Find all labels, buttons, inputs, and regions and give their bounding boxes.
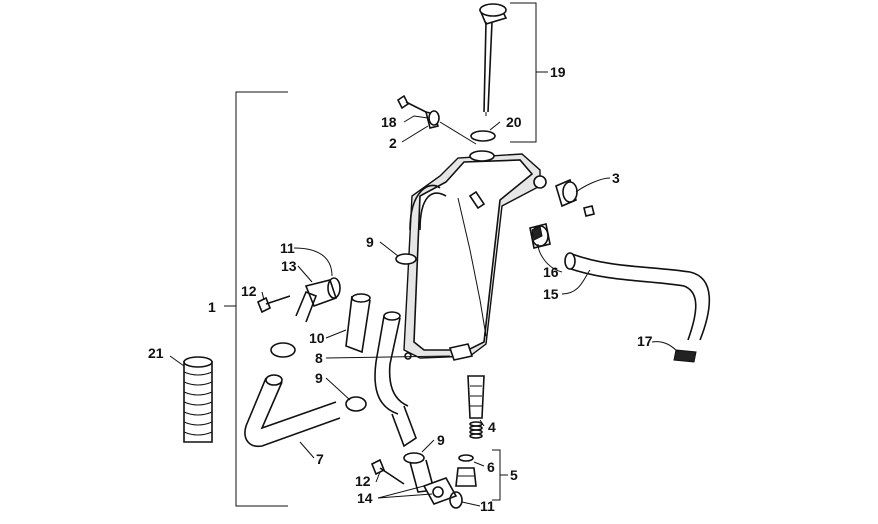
grommet-part[interactable] — [555, 178, 595, 217]
assembly-bracket-5 — [492, 449, 508, 501]
callout-19: 19 — [550, 64, 566, 80]
callout-10: 10 — [309, 330, 325, 346]
clamp-part[interactable] — [529, 223, 551, 249]
o-ring-11-lower[interactable] — [449, 491, 463, 509]
callout-12-lower: 12 — [355, 473, 371, 489]
clamp-left[interactable] — [270, 342, 296, 358]
callout-9-middle: 9 — [315, 370, 323, 386]
screw-12-upper[interactable] — [256, 295, 291, 314]
callout-9-lower: 9 — [437, 432, 445, 448]
breather-hose[interactable] — [564, 252, 711, 341]
callout-16: 16 — [543, 264, 559, 280]
callout-17: 17 — [637, 333, 653, 349]
fitting-14[interactable] — [409, 459, 458, 505]
assembly-bracket-19 — [510, 2, 548, 143]
callout-5: 5 — [510, 467, 518, 483]
callout-12-upper: 12 — [241, 283, 257, 299]
callout-4: 4 — [488, 419, 496, 435]
fitting-13[interactable] — [295, 277, 341, 323]
clamp-upper[interactable] — [395, 253, 417, 265]
callout-labels: 1 2 3 4 5 6 7 8 9 9 9 10 11 11 12 12 13 … — [148, 64, 653, 514]
spacer-stack-21[interactable] — [183, 356, 213, 443]
callout-3: 3 — [612, 170, 620, 186]
callout-13: 13 — [281, 258, 297, 274]
callout-11-upper: 11 — [280, 240, 295, 256]
drain-plug-6[interactable] — [455, 454, 477, 487]
oil-tank-body[interactable] — [403, 150, 547, 361]
bolt-grommet-part[interactable] — [396, 94, 477, 145]
filter-part[interactable] — [673, 349, 697, 363]
o-ring-part[interactable] — [470, 130, 496, 142]
callout-6: 6 — [487, 459, 495, 475]
callout-18: 18 — [381, 114, 397, 130]
screw-12-lower[interactable] — [370, 458, 405, 485]
screen-4[interactable] — [467, 375, 485, 439]
callout-8: 8 — [315, 350, 323, 366]
dipstick-part[interactable] — [478, 3, 508, 116]
clamp-lower[interactable] — [403, 452, 425, 464]
callout-11-lower: 11 — [480, 498, 495, 514]
callout-14: 14 — [357, 490, 373, 506]
callout-21: 21 — [148, 345, 164, 361]
hose-7[interactable] — [244, 374, 341, 448]
clamp-middle[interactable] — [345, 396, 367, 412]
vent-hose[interactable] — [409, 184, 447, 231]
callout-15: 15 — [543, 286, 559, 302]
leader-lines — [169, 115, 679, 507]
callout-1: 1 — [208, 299, 216, 315]
callout-2: 2 — [389, 135, 397, 151]
callout-9-upper: 9 — [366, 234, 374, 250]
assembly-bracket-1 — [224, 91, 288, 507]
callout-20: 20 — [506, 114, 522, 130]
hose-8[interactable] — [374, 311, 417, 448]
sleeve-10[interactable] — [345, 293, 371, 354]
callout-7: 7 — [316, 451, 324, 467]
